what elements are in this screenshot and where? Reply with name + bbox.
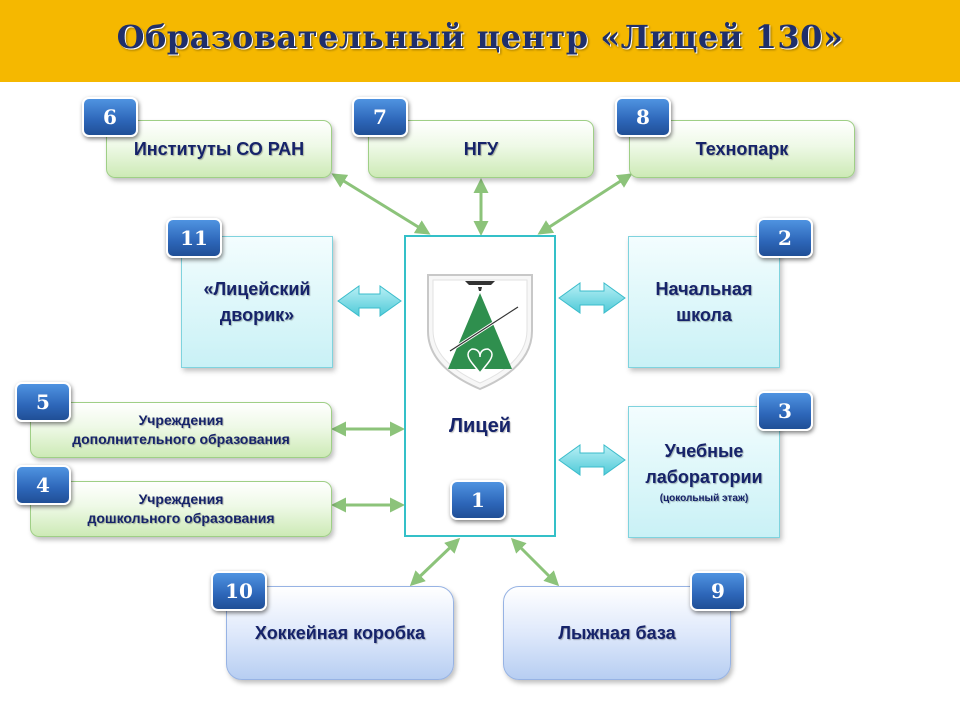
node-labs-note: (цокольный этаж) [659,493,749,504]
badge-3: 3 [757,391,813,431]
node-primary-school: Начальная школа [628,236,780,368]
node-labs-line1: Учебные [664,441,744,461]
node-additional-education-line2: дополнительного образования [72,431,290,447]
badge-5: 5 [15,382,71,422]
node-institutes-label: Институты СО РАН [133,139,305,159]
node-courtyard-line2: дворик» [219,305,295,325]
badge-1: 1 [450,480,506,520]
node-labs: Учебные лаборатории (цокольный этаж) [628,406,780,538]
node-primary-school-line1: Начальная [655,279,753,299]
node-preschool: Учреждения дошкольного образования [30,481,332,537]
block-arrow-labs [558,444,626,476]
badge-2: 2 [757,218,813,258]
node-ngu-label: НГУ [463,139,499,159]
node-preschool-line1: Учреждения [138,491,224,507]
node-courtyard: «Лицейский дворик» [181,236,333,368]
node-courtyard-line1: «Лицейский [203,279,311,299]
node-ski-label: Лыжная база [558,623,676,643]
badge-10: 10 [211,571,267,611]
node-hockey-label: Хоккейная коробка [254,623,426,643]
node-primary-school-line2: школа [676,305,732,325]
badge-11: 11 [166,218,222,258]
node-lyceum-label: Лицей [448,415,512,437]
badge-8: 8 [615,97,671,137]
block-arrow-primary-school [558,282,626,314]
badge-9: 9 [690,571,746,611]
block-arrow-courtyard [337,285,402,317]
arrow-institutes [331,173,431,235]
arrow-ski [510,537,560,587]
node-additional-education-line1: Учреждения [138,412,224,428]
header-bar [0,0,960,82]
badge-4: 4 [15,465,71,505]
node-institutes: Институты СО РАН [106,120,332,178]
arrow-hockey [409,537,461,587]
lyceum-emblem-icon [427,274,533,391]
arrow-technopark [537,173,633,235]
page-title: Образовательный центр «Лицей 130» [116,18,844,56]
node-additional-education: Учреждения дополнительного образования [30,402,332,458]
badge-7: 7 [352,97,408,137]
node-technopark-label: Технопарк [695,139,789,159]
badge-6: 6 [82,97,138,137]
node-preschool-line2: дошкольного образования [87,510,275,526]
node-labs-line2: лаборатории [645,467,763,487]
